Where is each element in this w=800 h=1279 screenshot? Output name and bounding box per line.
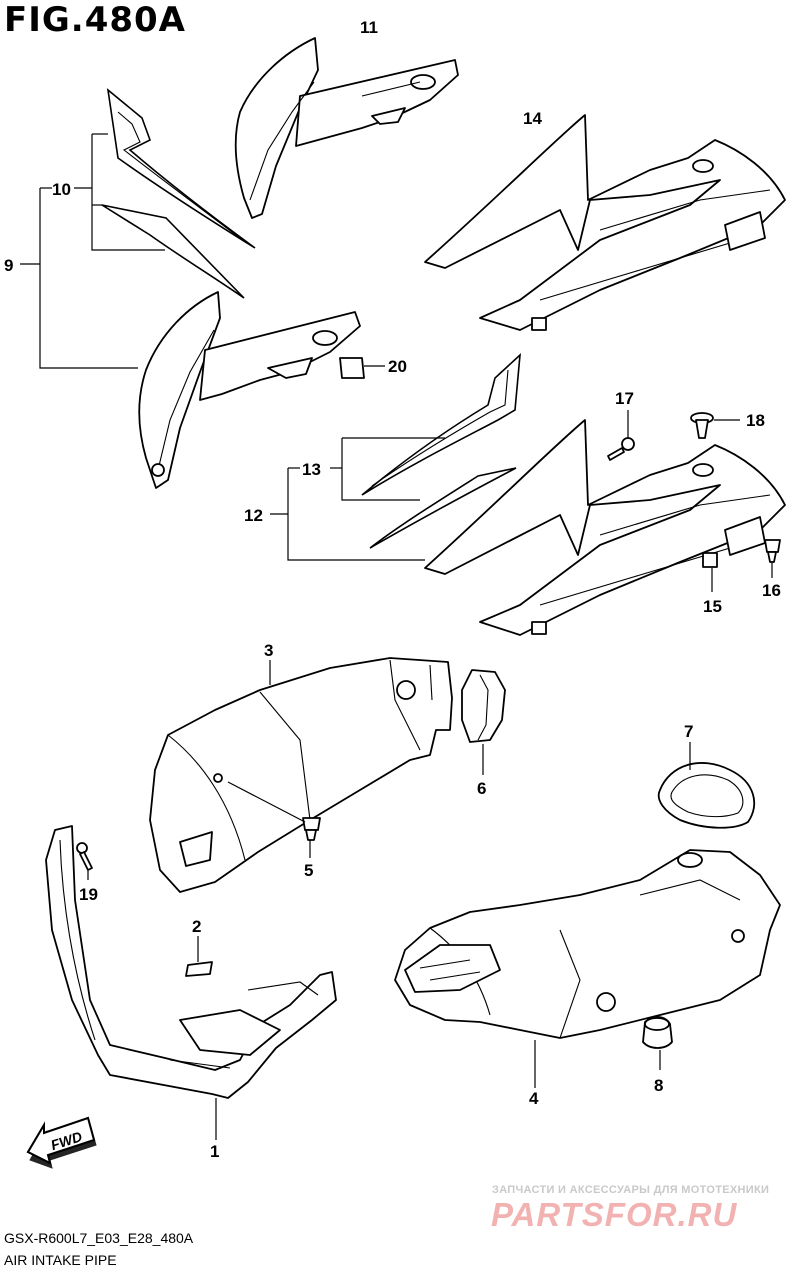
callout-19: 19 [79, 885, 98, 904]
part-15-nut[interactable] [702, 552, 718, 592]
part-1-lower-cowl[interactable] [45, 825, 337, 1140]
callout-20: 20 [388, 357, 407, 376]
watermark-tagline: ЗАПЧАСТИ И АКСЕССУАРЫ ДЛЯ МОТОТЕХНИКИ [492, 1184, 770, 1196]
callout-13: 13 [302, 460, 321, 479]
part-20-label[interactable] [339, 357, 385, 379]
part-7-seal-ring[interactable] [657, 742, 756, 829]
model-code: GSX-R600L7_E03_E28_480A [4, 1230, 194, 1246]
callout-16: 16 [762, 581, 781, 600]
part-10-stripe-decals-upper[interactable] [101, 88, 256, 299]
part-16-clip[interactable] [764, 539, 781, 578]
bracket-9-10 [20, 133, 165, 369]
part-9-side-cowl-assembly[interactable] [138, 291, 361, 489]
part-12-side-cowl-right-lower[interactable] [424, 419, 786, 636]
callout-18: 18 [746, 411, 765, 430]
part-6-seal[interactable] [461, 669, 506, 775]
fwd-arrow: FWD [26, 1116, 97, 1169]
callout-1: 1 [210, 1142, 219, 1161]
part-11-side-cowl-upper[interactable] [234, 37, 459, 219]
bracket-12-13 [270, 437, 445, 561]
callout-14: 14 [523, 109, 542, 128]
watermark-brand: PARTSFOR.RU [491, 1196, 738, 1233]
part-19-screw[interactable] [76, 842, 93, 880]
callout-10: 10 [52, 180, 71, 199]
part-13-stripe-decals-right[interactable] [361, 353, 521, 549]
callout-6: 6 [477, 779, 486, 798]
callout-17: 17 [615, 389, 634, 408]
part-3-air-intake-pipe-left[interactable] [149, 657, 453, 893]
section-name: AIR INTAKE PIPE [4, 1252, 117, 1268]
part-5-clip[interactable] [227, 781, 321, 858]
callout-3: 3 [264, 641, 273, 660]
callout-2: 2 [192, 917, 201, 936]
callout-9: 9 [4, 256, 13, 275]
part-4-air-intake-pipe-right[interactable] [394, 849, 781, 1088]
callout-7: 7 [684, 722, 693, 741]
part-17-screw[interactable] [607, 410, 635, 461]
callout-4: 4 [529, 1089, 539, 1108]
part-8-grommet[interactable] [642, 1016, 673, 1070]
callout-labels: 1 2 3 4 5 6 7 8 9 10 11 12 13 14 15 16 1… [4, 18, 781, 1161]
callout-11: 11 [360, 18, 378, 37]
callout-8: 8 [654, 1076, 663, 1095]
callout-5: 5 [304, 861, 313, 880]
callout-12: 12 [244, 506, 263, 525]
callout-15: 15 [703, 597, 722, 616]
figure-title: FIG.480A [4, 0, 186, 40]
part-2-label[interactable] [185, 936, 213, 977]
part-14-side-cowl-right[interactable] [424, 114, 786, 331]
part-18-rivet[interactable] [690, 412, 740, 439]
